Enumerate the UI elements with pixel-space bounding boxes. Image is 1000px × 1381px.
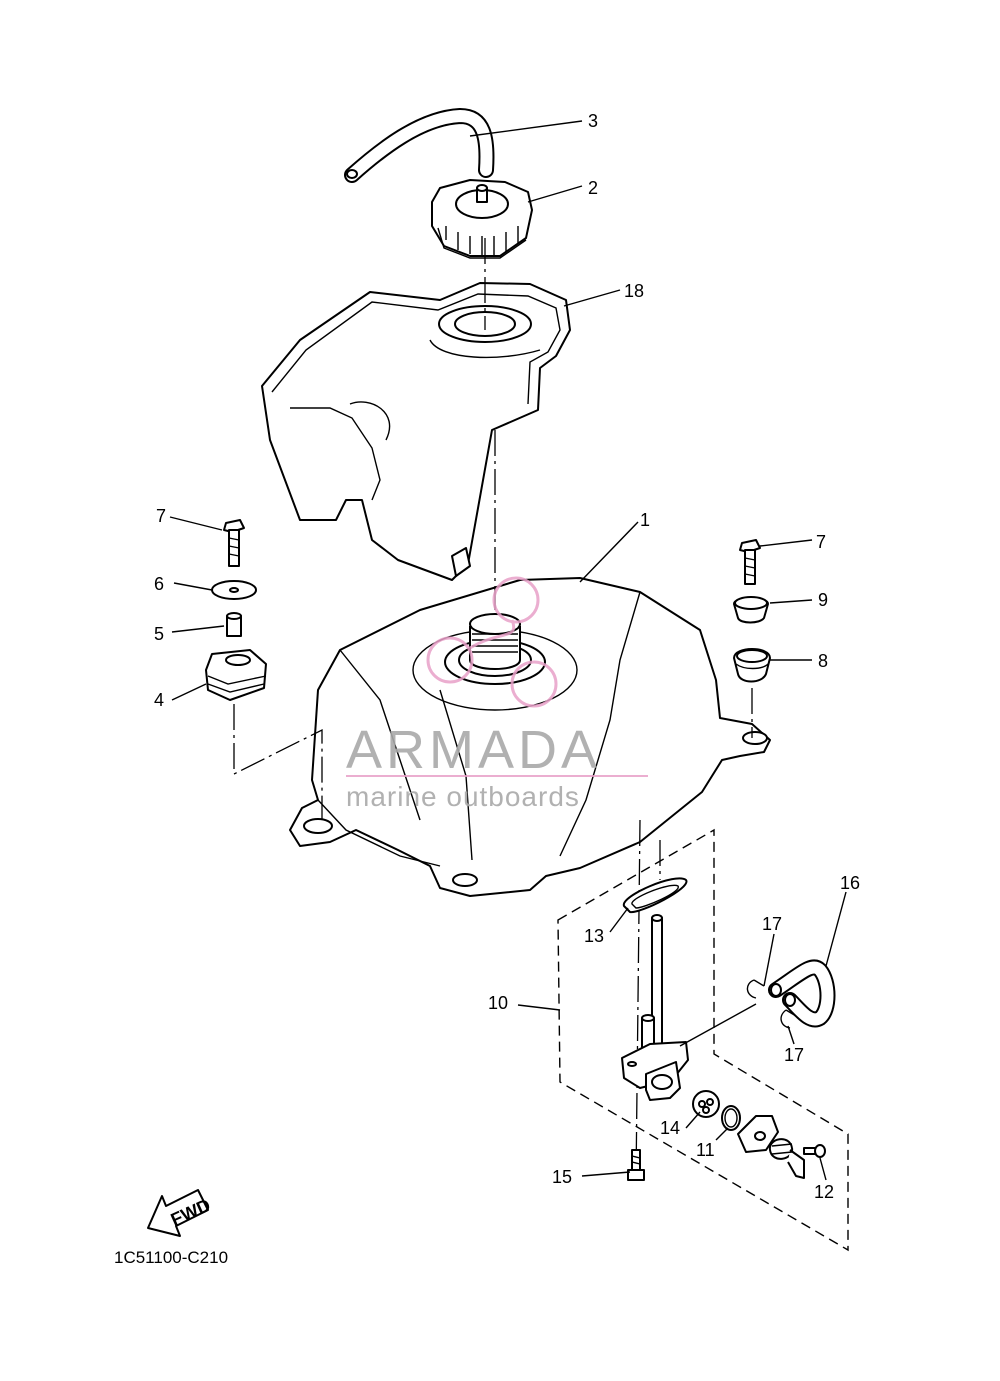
damper-left xyxy=(205,649,267,701)
filter-screen xyxy=(692,1090,720,1118)
phantom-line-left xyxy=(233,704,323,820)
fuel-tank xyxy=(289,577,771,897)
grommet-right xyxy=(733,648,771,683)
tank-cover xyxy=(261,282,571,581)
callout-10: 10 xyxy=(488,993,508,1013)
fuel-cock-assembly-outline xyxy=(557,828,849,1252)
callout-17-lower: 17 xyxy=(784,1045,804,1065)
watermark-tagline: marine outboards xyxy=(346,781,580,812)
breather-hose xyxy=(344,107,495,183)
callout-5: 5 xyxy=(154,624,164,644)
watermark-logo-icon xyxy=(426,576,558,708)
phantom-line-center xyxy=(484,238,496,610)
phantom-line-hose xyxy=(679,1003,757,1047)
drawing-code: 1C51100-C210 xyxy=(114,1248,228,1267)
callout-8: 8 xyxy=(818,651,828,671)
watermark: ARMADA marine outboards xyxy=(346,576,648,812)
o-ring xyxy=(721,1105,741,1131)
callout-12: 12 xyxy=(814,1182,834,1202)
callout-2: 2 xyxy=(588,178,598,198)
fuel-hose xyxy=(768,959,836,1028)
forward-arrow: FWD xyxy=(147,1189,213,1237)
callout-6: 6 xyxy=(154,574,164,594)
callout-numbers: 1 2 3 4 5 6 7 7 8 9 10 11 12 13 14 15 16… xyxy=(154,111,860,1202)
bolt-left xyxy=(223,519,245,567)
lever-plate xyxy=(737,1115,779,1153)
watermark-brand: ARMADA xyxy=(346,720,601,780)
callout-17-upper: 17 xyxy=(762,914,782,934)
callout-14: 14 xyxy=(660,1118,680,1138)
bolt-right xyxy=(739,539,761,585)
hose-clip-upper xyxy=(746,979,765,999)
lever xyxy=(768,1138,805,1179)
callout-1: 1 xyxy=(640,510,650,530)
callout-7-right: 7 xyxy=(816,532,826,552)
leader-lines xyxy=(169,120,847,1181)
collar-right xyxy=(733,596,769,624)
callout-4: 4 xyxy=(154,690,164,710)
collar-left xyxy=(226,612,242,637)
phantom-line-cock xyxy=(635,819,661,1181)
callout-9: 9 xyxy=(818,590,828,610)
washer-left xyxy=(211,580,257,600)
callout-18: 18 xyxy=(624,281,644,301)
gasket xyxy=(622,877,688,914)
callout-11: 11 xyxy=(696,1140,715,1160)
fuel-cap xyxy=(431,179,533,259)
callout-13: 13 xyxy=(584,926,604,946)
screw-lever xyxy=(803,1144,826,1158)
callout-3: 3 xyxy=(588,111,598,131)
fuel-cock xyxy=(621,914,689,1101)
callout-16: 16 xyxy=(840,873,860,893)
callout-7-left: 7 xyxy=(156,506,166,526)
callout-15: 15 xyxy=(552,1167,572,1187)
screw-bottom xyxy=(627,1149,645,1181)
